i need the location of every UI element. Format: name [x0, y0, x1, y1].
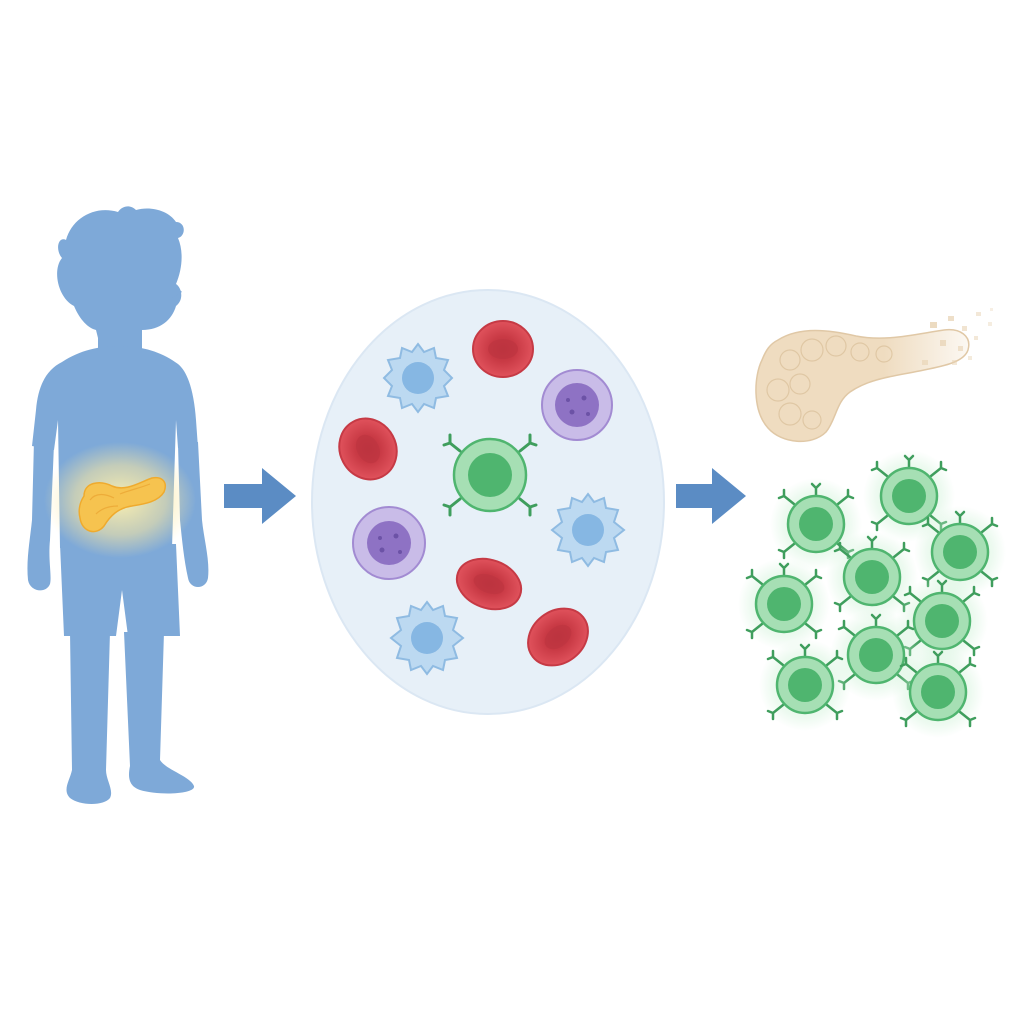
dissolving-pancreas-icon	[755, 308, 993, 443]
blue-immune-cell	[389, 600, 465, 676]
green-t-cell	[826, 531, 918, 623]
green-t-cell	[442, 433, 538, 517]
blue-immune-cell	[550, 492, 626, 568]
purple-white-cell	[541, 369, 613, 441]
red-blood-cell	[338, 417, 398, 481]
blood-sample-icon	[311, 289, 665, 715]
green-t-cell	[759, 639, 851, 731]
t-cell-cluster	[738, 450, 1006, 738]
red-blood-cell	[472, 320, 534, 378]
red-blood-cell	[527, 607, 589, 667]
arrow-right-icon	[224, 468, 296, 524]
green-t-cell	[738, 558, 830, 650]
blue-immune-cell	[382, 342, 454, 414]
green-t-cell	[892, 646, 984, 738]
pancreas-glow-icon	[44, 442, 196, 558]
red-blood-cell	[455, 557, 523, 611]
green-t-cell	[914, 506, 1006, 598]
purple-white-cell	[352, 506, 426, 580]
arrow-right-icon	[676, 468, 746, 524]
